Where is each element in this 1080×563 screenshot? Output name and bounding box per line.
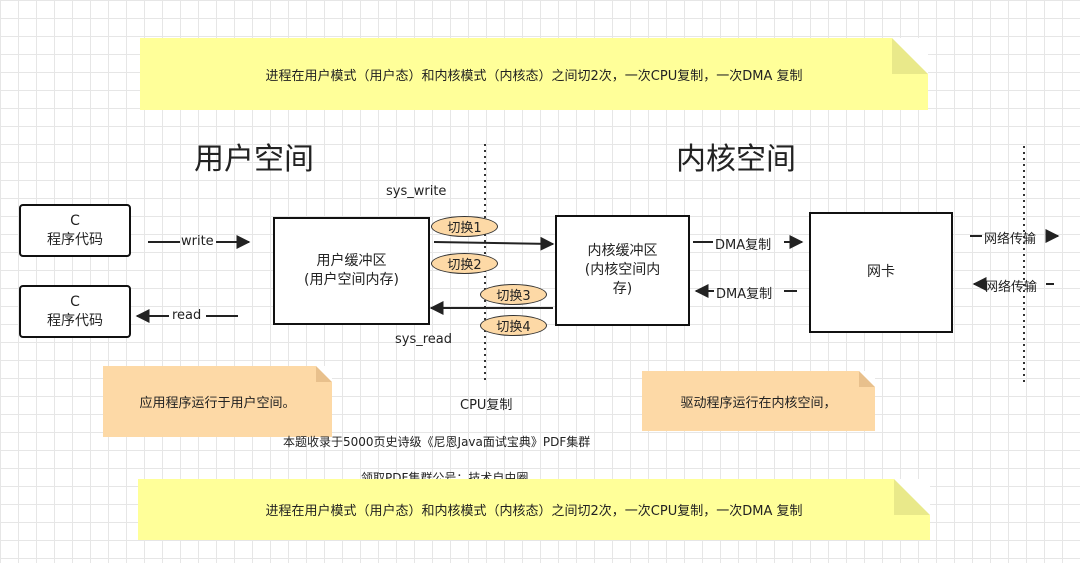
switch-2-badge: 切换2 [431,253,498,274]
nic-label: 网卡 [867,264,895,280]
bottom-note: 进程在用户模式（用户态）和内核模式（内核态）之间切2次，一次CPU复制，一次DM… [138,479,930,540]
sys-write-arrow [433,236,555,251]
read-label: read [172,308,202,323]
switch-4-badge: 切换4 [480,315,547,336]
user-buffer-subtitle: (用户空间内存) [304,272,399,288]
write-label: write [181,234,214,249]
switch-1-badge: 切换1 [431,216,498,237]
cpu-copy-label: CPU复制 [460,398,513,413]
kernel-buffer-box: 内核缓冲区 (内核空间内 存) [555,215,690,326]
kernel-buffer-title: 内核缓冲区 [587,243,658,259]
caption-source: 本题收录于5000页史诗级《尼恩Java面试宝典》PDF集群 [283,435,591,449]
program-box-title: C [70,293,80,310]
kernel-space-heading: 内核空间 [676,142,796,177]
kernel-space-note: 驱动程序运行在内核空间， [642,371,875,431]
dma-copy-in-label: DMA复制 [716,287,773,302]
sys-read-label: sys_read [395,332,453,347]
sys-write-label: sys_write [386,184,447,199]
top-note-text: 进程在用户模式（用户态）和内核模式（内核态）之间切2次，一次CPU复制，一次DM… [265,68,803,84]
network-in-label: 网络传输 [985,280,1038,295]
note-fold [859,371,875,387]
bottom-note-text: 进程在用户模式（用户态）和内核模式（内核态）之间切2次，一次CPU复制，一次DM… [265,504,803,519]
program-box-read: C 程序代码 [19,285,131,338]
program-box-title: C [70,212,80,229]
kernel-buffer-subtitle: (内核空间内 [584,262,661,278]
program-box-write: C 程序代码 [19,204,131,257]
dma-copy-out-label: DMA复制 [715,238,772,253]
top-note: 进程在用户模式（用户态）和内核模式（内核态）之间切2次，一次CPU复制，一次DM… [140,38,928,110]
user-space-note-text: 应用程序运行于用户空间。 [139,396,296,411]
note-fold [892,38,928,74]
user-buffer-title: 用户缓冲区 [316,253,387,269]
network-out-label: 网络传输 [984,232,1037,247]
program-box-subtitle: 程序代码 [47,231,103,248]
kernel-buffer-subtitle-cont: 存) [612,281,633,297]
note-fold [894,479,930,515]
user-space-note: 应用程序运行于用户空间。 [103,366,332,437]
user-space-heading: 用户空间 [194,142,314,177]
kernel-space-note-text: 驱动程序运行在内核空间， [680,395,837,411]
note-fold [316,366,332,382]
nic-box: 网卡 [809,212,953,333]
user-buffer-box: 用户缓冲区 (用户空间内存) [273,217,430,325]
switch-3-badge: 切换3 [480,284,547,305]
program-box-subtitle: 程序代码 [47,312,103,329]
